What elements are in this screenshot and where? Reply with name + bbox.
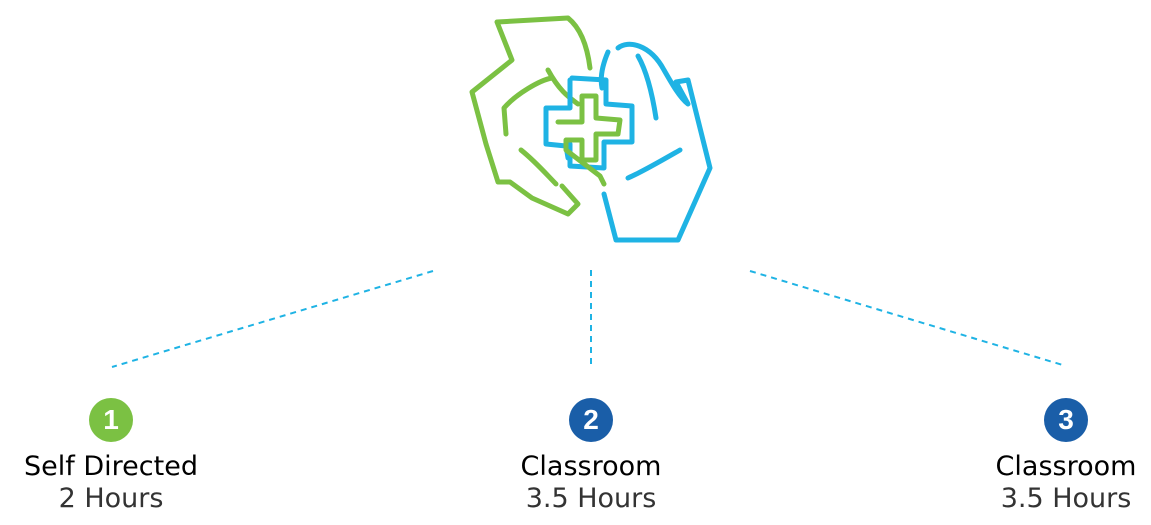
green-hand-icon [469, 15, 593, 217]
step-duration: 2 Hours [58, 483, 164, 514]
step-1: 1 Self Directed 2 Hours [0, 398, 241, 515]
step-duration: 3.5 Hours [1000, 483, 1132, 514]
step-3: 3 Classroom 3.5 Hours [936, 398, 1151, 515]
step-title: Self Directed [24, 451, 198, 482]
step-2: 2 Classroom 3.5 Hours [461, 398, 721, 515]
step-title: Classroom [520, 451, 662, 482]
hands-medical-cross-icon [469, 15, 713, 243]
medical-cross-green-icon [555, 93, 623, 187]
step-number-badge: 1 [89, 398, 133, 442]
step-number-badge: 2 [569, 398, 613, 442]
blue-hand-icon [598, 41, 713, 243]
connector-line-right [749, 270, 1067, 367]
step-number-badge: 3 [1044, 398, 1088, 442]
step-duration: 3.5 Hours [525, 483, 657, 514]
connector-line-left [111, 270, 434, 368]
step-title: Classroom [995, 451, 1137, 482]
